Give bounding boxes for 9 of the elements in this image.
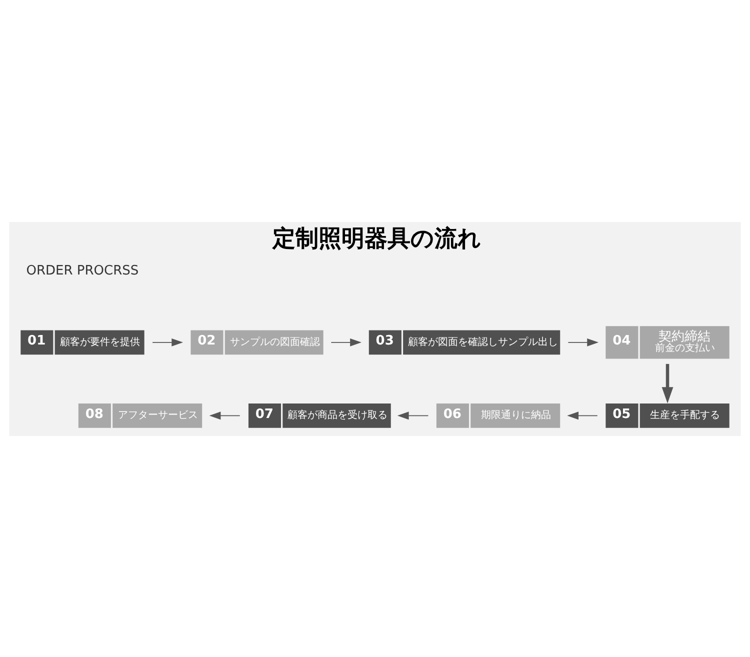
arrow [330, 338, 362, 346]
arrow [209, 411, 240, 420]
arrow [152, 338, 184, 346]
diagram-title: 定制照明器具の流れ [272, 225, 482, 252]
label: ORDER PROCRSS [26, 263, 139, 278]
arrow [568, 338, 599, 346]
arrow [662, 363, 674, 403]
arrow [567, 411, 598, 420]
arrow [397, 411, 429, 420]
